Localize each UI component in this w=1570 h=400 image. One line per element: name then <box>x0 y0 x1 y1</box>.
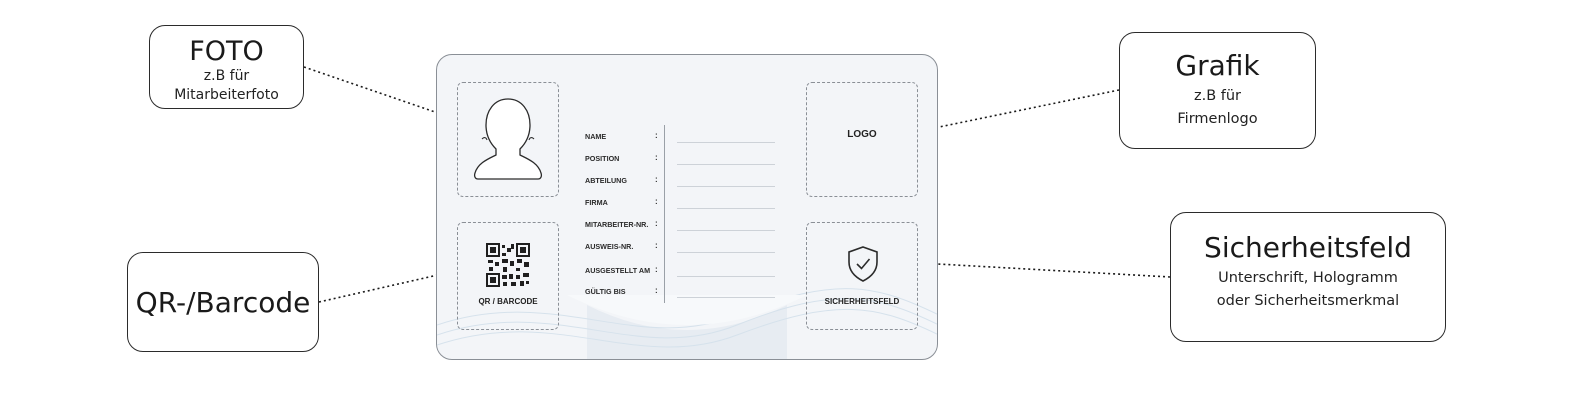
callout-foto-sub2: Mitarbeiterfoto <box>174 87 279 103</box>
qr-label: QR / BARCODE <box>478 297 538 306</box>
field-colon: : <box>655 219 658 228</box>
field-line-firma <box>677 208 775 209</box>
logo-placeholder: LOGO <box>806 82 918 197</box>
callout-sicherheitsfeld-sub1: Unterschrift, Hologramm <box>1218 270 1398 286</box>
field-line-position <box>677 164 775 165</box>
card-background-waves <box>437 288 937 359</box>
callout-grafik-sub1: z.B für <box>1193 88 1242 104</box>
security-label: SICHERHEITSFELD <box>824 297 900 306</box>
field-label-ausgestellt-am: AUSGESTELLT AM <box>585 266 651 275</box>
callout-grafik-sub2: Firmenlogo <box>1177 111 1258 127</box>
callout-grafik-title: Grafik <box>1175 49 1260 82</box>
field-label-mitarbeiter-nr: MITARBEITER-NR. <box>585 220 649 229</box>
field-label-position: POSITION <box>585 154 620 163</box>
callout-foto: FOTO z.B für Mitarbeiterfoto <box>149 25 304 109</box>
callout-foto-sub1: z.B für <box>203 68 250 84</box>
shield-check-icon <box>848 246 878 282</box>
field-line-mitarbeiter-nr <box>677 230 775 231</box>
field-line-abteilung <box>677 186 775 187</box>
callout-qr: QR-/Barcode <box>127 252 319 352</box>
id-card: QR / BARCODE LOGO SICHERHEITSFELD NAME :… <box>436 54 938 360</box>
field-colon: : <box>655 241 658 250</box>
field-colon: : <box>655 286 658 295</box>
field-label-firma: FIRMA <box>585 198 608 207</box>
arrow-sicherheit <box>900 256 1171 278</box>
field-label-abteilung: ABTEILUNG <box>585 176 627 185</box>
callout-sicherheitsfeld: Sicherheitsfeld Unterschrift, Hologramm … <box>1170 212 1446 342</box>
field-line-name <box>677 142 775 143</box>
field-colon: : <box>655 131 658 140</box>
callout-grafik: Grafik z.B für Firmenlogo <box>1119 32 1316 149</box>
security-placeholder: SICHERHEITSFELD <box>806 222 918 330</box>
logo-label: LOGO <box>847 129 877 140</box>
field-colon: : <box>655 197 658 206</box>
field-label-name: NAME <box>585 132 607 141</box>
callout-sicherheitsfeld-title: Sicherheitsfeld <box>1204 231 1412 264</box>
qr-code-icon <box>486 243 530 287</box>
field-line-ausgestellt-am <box>677 276 775 277</box>
field-line-ausweis-nr <box>677 252 775 253</box>
callout-sicherheitsfeld-sub2: oder Sicherheitsmerkmal <box>1216 293 1400 309</box>
field-colon: : <box>655 153 658 162</box>
person-silhouette-icon <box>473 98 543 180</box>
photo-placeholder <box>457 82 559 197</box>
field-label-ausweis-nr: AUSWEIS-NR. <box>585 242 634 251</box>
field-separator-line <box>664 125 665 303</box>
field-label-gueltig-bis: GÜLTIG BIS <box>585 287 626 296</box>
arrow-grafik <box>908 89 1120 137</box>
field-line-gueltig-bis <box>677 297 775 298</box>
field-colon: : <box>655 265 658 274</box>
callout-qr-title: QR-/Barcode <box>135 286 311 319</box>
callout-foto-title: FOTO <box>189 36 264 67</box>
qr-placeholder: QR / BARCODE <box>457 222 559 330</box>
field-colon: : <box>655 175 658 184</box>
